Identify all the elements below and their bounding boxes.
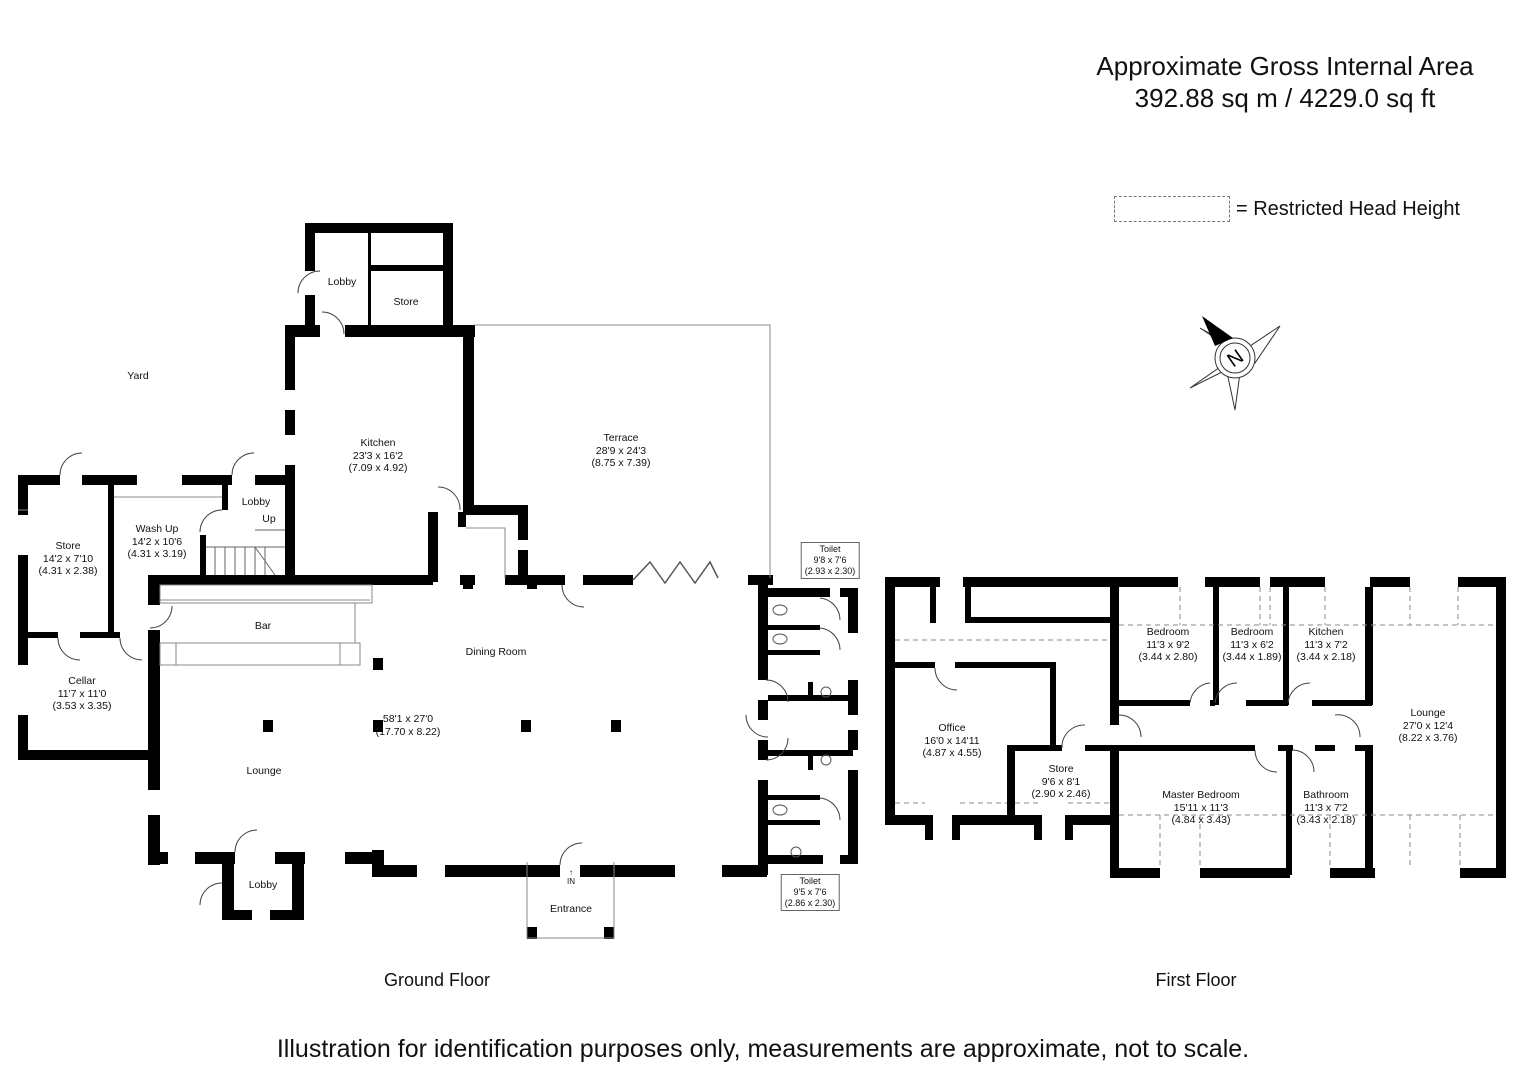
area-title: Approximate Gross Internal Area [1096, 51, 1474, 81]
restricted-head-height-lines [895, 587, 1496, 868]
room-label-yard: Yard [127, 370, 149, 382]
legend: = Restricted Head Height [1114, 196, 1460, 222]
room-label-lobby-stairs: Lobby [241, 496, 271, 508]
compass-north-icon: N [1189, 316, 1281, 411]
room-label-lobby-top: Lobby [327, 276, 357, 288]
area-header: Approximate Gross Internal Area 392.88 s… [1060, 50, 1510, 114]
ground-floor-walls [18, 223, 858, 939]
room-label-bar: Bar [254, 620, 272, 632]
room-label-dining-room: Dining Room [465, 646, 527, 658]
room-label-main-hall-dimensions: 58'1 x 27'0(17.70 x 8.22) [375, 713, 441, 738]
room-label-entrance: Entrance [549, 903, 593, 915]
disclaimer: Illustration for identification purposes… [276, 1035, 1250, 1063]
first-floor-title: First Floor [1155, 970, 1237, 990]
staircase [206, 529, 285, 576]
entrance-in-marker: ↑IN [567, 868, 575, 886]
room-label-lounge: Lounge [246, 765, 282, 777]
area-value: 392.88 sq m / 4229.0 sq ft [1134, 83, 1436, 113]
first-floor-walls [885, 577, 1506, 878]
terrace-outline [18, 324, 771, 939]
legend-label: = Restricted Head Height [1236, 197, 1461, 220]
stairs-up-label: Up [262, 513, 276, 525]
ground-floor-title: Ground Floor [383, 970, 491, 990]
door-swings [57, 270, 841, 906]
restricted-head-height-symbol [1114, 196, 1230, 222]
bifold-door [632, 560, 719, 585]
sanitary-fixtures [772, 604, 832, 858]
room-label-store-top: Store [393, 296, 419, 308]
first-floor-door-swings [934, 667, 1361, 773]
room-label-lobby-bottom: Lobby [248, 879, 278, 891]
